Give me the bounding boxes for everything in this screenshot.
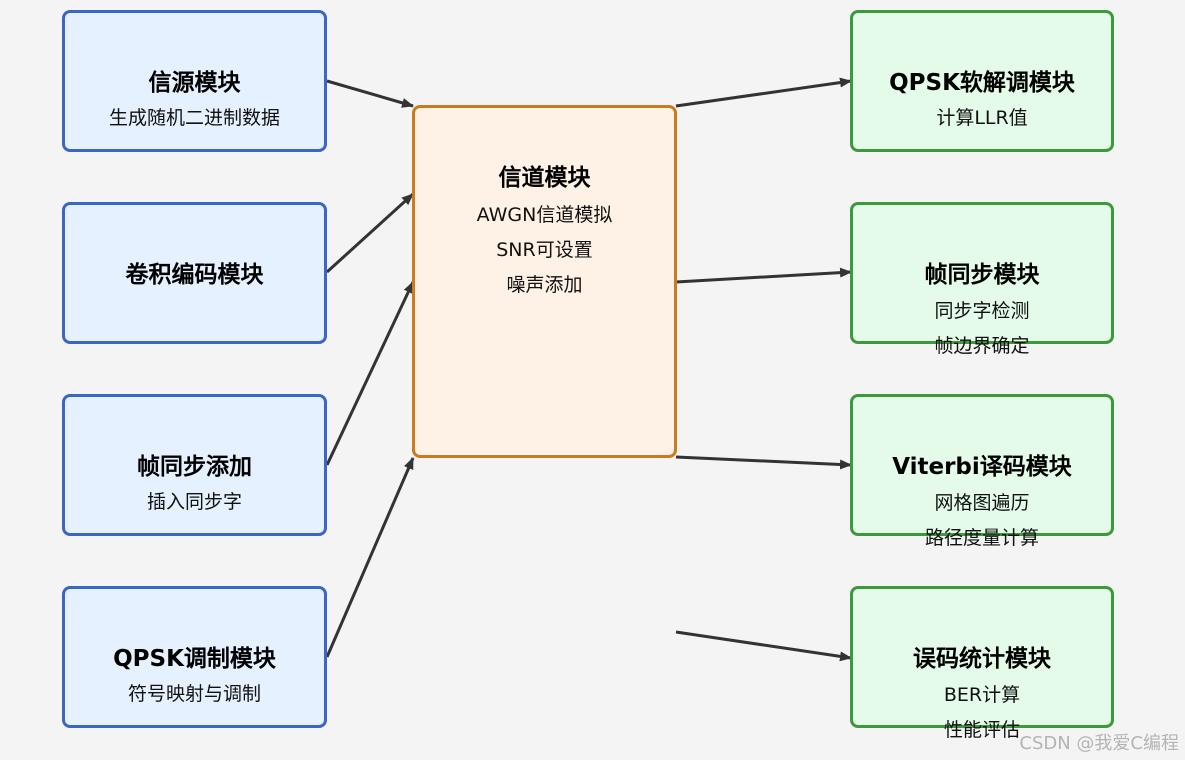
module-desc: 帧边界确定 [934, 335, 1030, 357]
module-desc: 计算LLR值 [936, 107, 1028, 129]
module-desc: AWGN信道模拟 [476, 204, 613, 226]
module-desc: BER计算 [943, 684, 1021, 706]
module-desc: 插入同步字 [146, 491, 242, 513]
module-title: QPSK调制模块 [113, 646, 276, 672]
arrow-channel-to-demod [675, 77, 852, 108]
module-title: QPSK软解调模块 [889, 70, 1075, 96]
module-title: 信源模块 [148, 70, 241, 96]
module-desc: 同步字检测 [934, 300, 1030, 322]
module-desc: 生成随机二进制数据 [108, 107, 280, 129]
frame-sync-add-module-box: 帧同步添加 插入同步字 [62, 394, 327, 536]
module-title: 信道模块 [498, 165, 591, 191]
module-desc: 路径度量计算 [924, 527, 1039, 549]
source-module-box: 信源模块 生成随机二进制数据 [62, 10, 327, 152]
channel-module-box: 信道模块 AWGN信道模拟 SNR可设置 噪声添加 [412, 105, 677, 458]
arrow-source-to-channel [326, 79, 414, 108]
qpsk-modulation-module-box: QPSK调制模块 符号映射与调制 [62, 586, 327, 728]
module-desc: 网格图遍历 [934, 492, 1030, 514]
viterbi-decoder-module-box: Viterbi译码模块 网格图遍历 路径度量计算 [850, 394, 1114, 549]
conv-encoder-module-box: 卷积编码模块 [62, 202, 327, 344]
module-title: 帧同步添加 [137, 454, 252, 480]
module-title: 帧同步模块 [924, 262, 1040, 288]
module-desc: 性能评估 [943, 719, 1020, 741]
error-stats-module-box: 误码统计模块 BER计算 性能评估 [850, 586, 1114, 741]
module-title: 卷积编码模块 [125, 262, 264, 288]
module-title: 误码统计模块 [913, 646, 1051, 672]
arrow-qpsk-mod-to-channel [325, 457, 415, 658]
qpsk-soft-demod-module-box: QPSK软解调模块 计算LLR值 [850, 10, 1114, 152]
module-desc: SNR可设置 [496, 239, 593, 261]
arrow-to-ber [675, 630, 852, 662]
module-title: Viterbi译码模块 [892, 454, 1072, 480]
arrow-sync-add-to-channel [325, 281, 415, 466]
frame-sync-module-box: 帧同步模块 同步字检测 帧边界确定 [850, 202, 1114, 357]
arrow-channel-to-frame-sync [675, 267, 852, 284]
module-desc: 符号映射与调制 [127, 683, 261, 705]
arrow-conv-to-channel [325, 192, 415, 274]
module-desc: 噪声添加 [506, 274, 583, 296]
watermark: CSDN @我爱C编程 [1019, 733, 1179, 754]
arrow-channel-to-viterbi [675, 455, 852, 470]
